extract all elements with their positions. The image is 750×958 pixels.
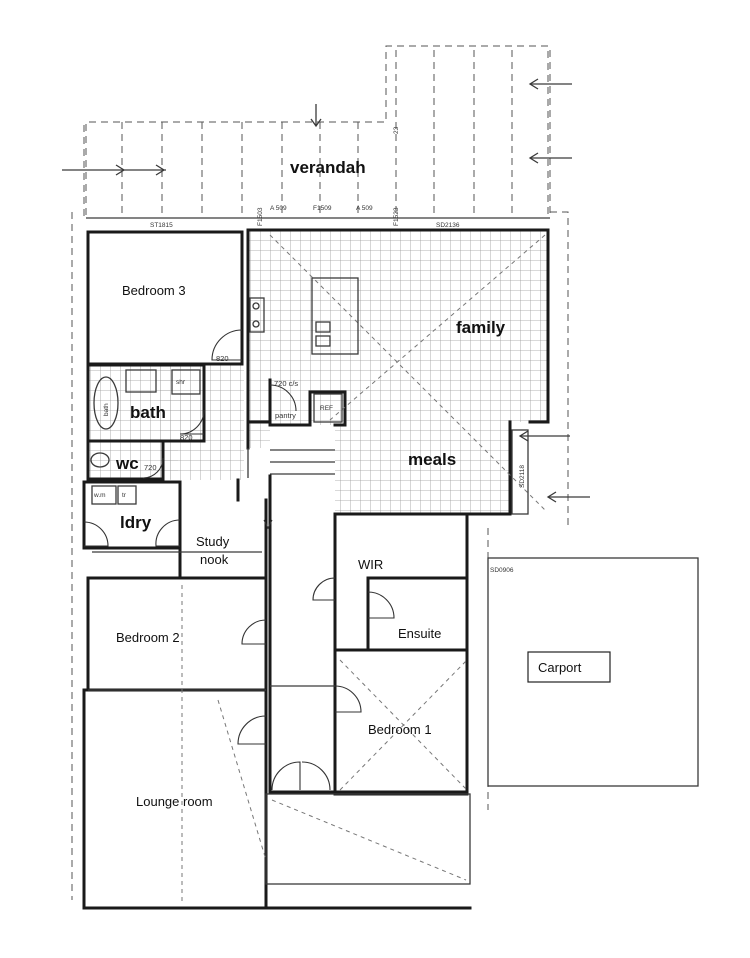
room-laundry: ldry <box>120 513 152 532</box>
fixture-trough: tr <box>122 492 127 499</box>
dim-820-a: 820 <box>216 354 229 363</box>
room-pantry: pantry <box>275 411 296 420</box>
room-bedroom-3: Bedroom 3 <box>122 283 186 298</box>
label-st1815: ST1815 <box>150 222 173 229</box>
room-study-nook: Study nook <box>196 534 233 567</box>
label-a509-b: A 509 <box>356 205 373 212</box>
room-bedroom-1: Bedroom 1 <box>368 722 432 737</box>
label-f1509: F1509 <box>313 205 332 212</box>
room-wir: WIR <box>358 557 383 572</box>
room-carport: Carport <box>538 660 582 675</box>
dim-820-b: 820 <box>180 433 193 442</box>
room-bedroom-2: Bedroom 2 <box>116 630 180 645</box>
room-meals: meals <box>408 450 456 469</box>
carport-label-box <box>527 651 611 683</box>
label-f1523: F1523 <box>393 207 400 226</box>
label-23: 23 <box>393 126 400 134</box>
tiled-floor-areas <box>88 230 548 514</box>
label-sd2136: SD2136 <box>436 222 460 229</box>
label-sd0906: SD0906 <box>490 567 514 574</box>
label-f1503: F1503 <box>257 207 264 226</box>
label-a509-a: A 509 <box>270 205 287 212</box>
misc-lines <box>88 234 699 905</box>
room-lounge: Lounge room <box>136 794 213 809</box>
dim-720-a: 720 <box>144 463 157 472</box>
verandah-structure <box>62 45 572 220</box>
study-line-2: nook <box>200 552 229 567</box>
study-line-1: Study <box>196 534 230 549</box>
room-bath: bath <box>130 403 166 422</box>
walls <box>82 228 550 910</box>
fixture-shower: shr <box>176 379 186 386</box>
doors <box>83 329 395 791</box>
room-ensuite: Ensuite <box>398 626 441 641</box>
fixture-washing-machine: w.m <box>93 492 106 499</box>
fixture-fridge: REF <box>320 405 333 412</box>
fixture-bath-tub: bath <box>103 403 110 416</box>
room-wc: wc <box>115 454 139 473</box>
label-sd2118: SD2118 <box>519 465 526 488</box>
room-verandah: verandah <box>290 158 366 177</box>
room-family: family <box>456 318 506 337</box>
dim-720-cs: 720 c/s <box>274 379 298 388</box>
